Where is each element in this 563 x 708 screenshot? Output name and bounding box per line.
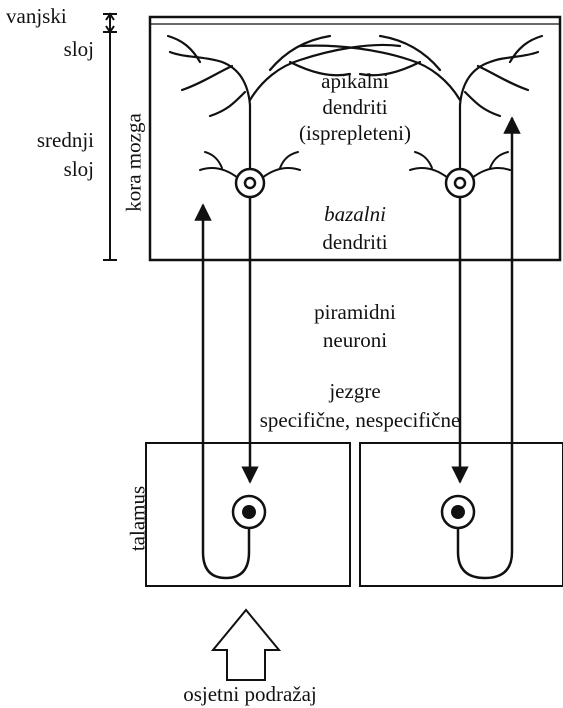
label-bazalni: bazalni bbox=[324, 202, 386, 226]
label-apikalni: apikalni bbox=[321, 69, 389, 93]
pyramidal-neuron-right bbox=[444, 167, 476, 199]
cortex-box bbox=[148, 15, 562, 262]
label-isprepleteni: (isprepleteni) bbox=[299, 121, 411, 145]
label-specificne: specifične, nespecifične bbox=[259, 408, 461, 432]
thalamus-box-specific bbox=[145, 442, 351, 587]
label-jezgre: jezgre bbox=[329, 379, 381, 403]
label-osjetni-podrazaj: osjetni podražaj bbox=[183, 682, 317, 706]
label-sloj-outer: sloj bbox=[63, 37, 94, 61]
label-piramidni: piramidni bbox=[314, 300, 396, 324]
thalamic-neuron-right bbox=[440, 494, 476, 530]
label-kora-mozga: kora mozga bbox=[121, 113, 146, 212]
sensory-stimulus-arrow bbox=[210, 608, 282, 681]
label-srednji: srednji bbox=[36, 128, 94, 152]
label-dendriti-apical: dendriti bbox=[322, 95, 388, 119]
layer-scale-bracket bbox=[103, 12, 117, 261]
label-talamus: talamus bbox=[125, 485, 150, 552]
ascending-axon-left bbox=[194, 203, 251, 580]
thalamic-neuron-left bbox=[231, 494, 267, 530]
label-sloj-middle: sloj bbox=[63, 157, 94, 181]
label-neuroni: neuroni bbox=[322, 328, 388, 352]
basal-dendrites bbox=[199, 151, 511, 179]
apical-dendrites bbox=[166, 34, 544, 172]
thalamus-box-nonspecific bbox=[359, 442, 563, 587]
label-vanjski: vanjski bbox=[6, 4, 67, 28]
label-dendriti-basal: dendriti bbox=[322, 230, 388, 254]
ascending-axon-right bbox=[456, 116, 521, 580]
pyramidal-neuron-left bbox=[234, 167, 266, 199]
